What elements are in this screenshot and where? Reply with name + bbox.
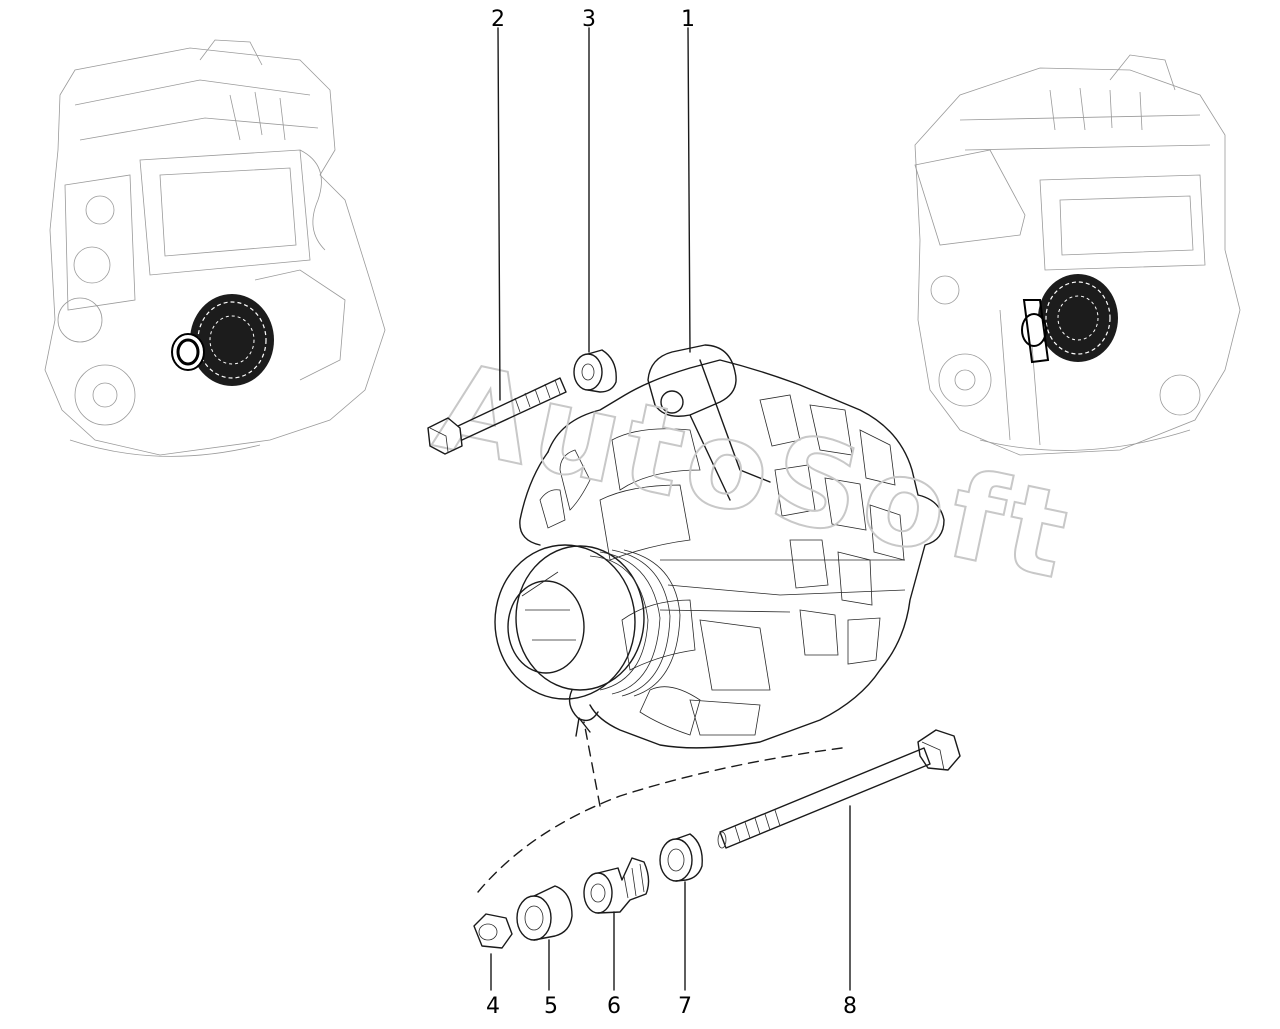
leader-lines (490, 27, 851, 991)
callout-2: 2 (491, 7, 505, 32)
engine-right-illustration (914, 54, 1241, 456)
watermark-text: AutoSoft (425, 337, 1084, 607)
alternator-highlight-right (1021, 274, 1118, 364)
callout-6: 6 (607, 994, 621, 1019)
callout-8: 8 (843, 994, 857, 1019)
bolt-part-2 (427, 377, 567, 455)
callout-5: 5 (544, 994, 558, 1019)
sleeve-part-5 (516, 885, 573, 941)
alternator-highlight-left (171, 294, 274, 386)
callout-1: 1 (681, 7, 695, 32)
alternator-part-1: AutoSoft (424, 336, 1085, 749)
bushing-part-7 (659, 833, 703, 882)
callout-7: 7 (678, 994, 692, 1019)
callout-labels: 1 2 3 4 5 6 7 8 (486, 7, 857, 1019)
stepped-bushing-part-6 (583, 857, 650, 914)
callout-4: 4 (486, 994, 500, 1019)
long-bolt-part-8 (717, 729, 961, 849)
nut-part-4 (473, 913, 513, 949)
engine-left-illustration (44, 39, 386, 457)
callout-3: 3 (582, 7, 596, 32)
bushing-part-3 (573, 349, 617, 393)
assembly-guides (477, 717, 843, 893)
